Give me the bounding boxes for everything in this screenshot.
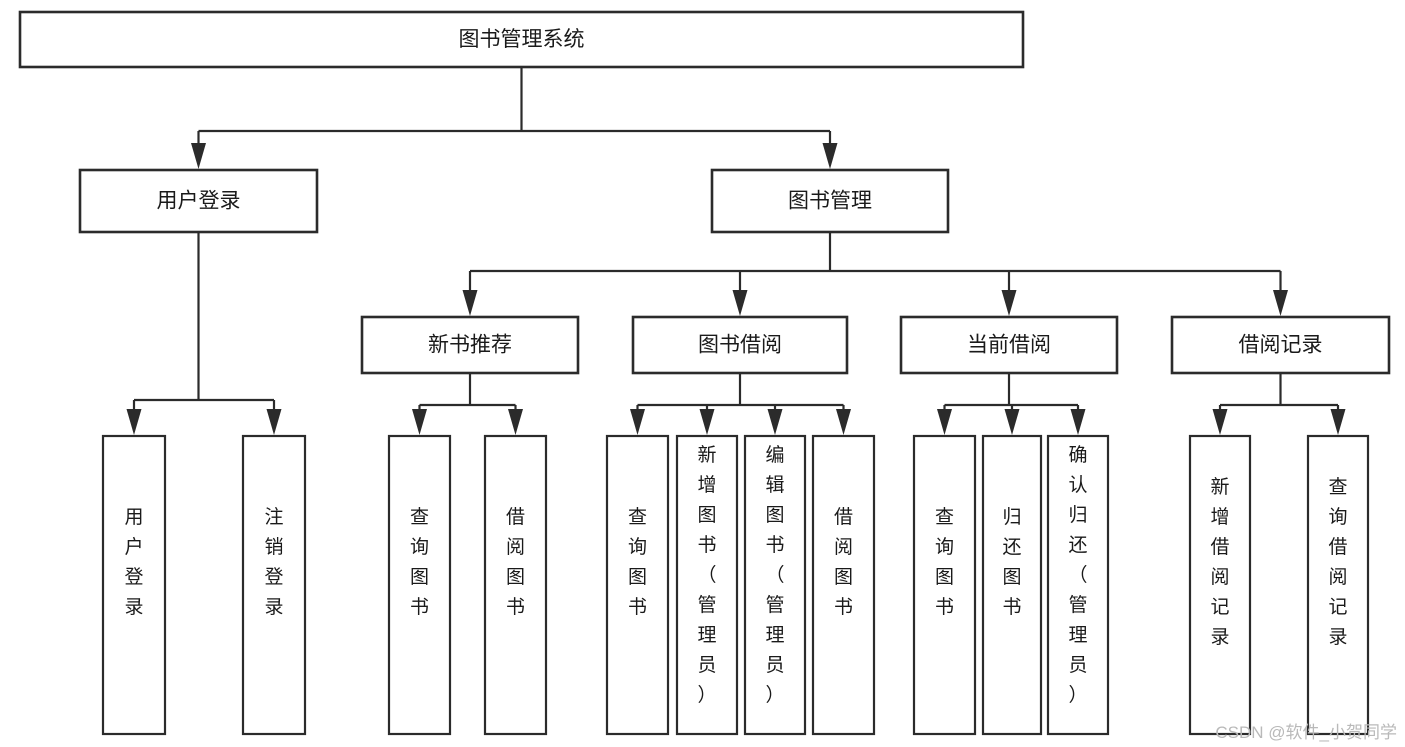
connector-group-l1_0 <box>126 232 282 435</box>
arrow-head-icon <box>1004 409 1020 435</box>
node-label: 新增借阅记录 <box>1210 476 1229 648</box>
connector-group-l2_3 <box>1212 373 1346 435</box>
csdn-watermark: CSDN @软件_小贺同学 <box>1215 723 1397 742</box>
arrow-head-icon <box>462 290 478 316</box>
node-label: 新增图书（管理员） <box>697 444 716 706</box>
arrow-head-icon <box>412 409 427 435</box>
node-l3_11[interactable]: 新增借阅记录 <box>1188 434 1252 736</box>
node-label: 确认归还（管理员） <box>1068 444 1087 706</box>
node-box[interactable] <box>241 434 307 736</box>
node-l2_3[interactable]: 借阅记录 <box>1170 315 1391 375</box>
node-box[interactable] <box>899 315 1119 375</box>
node-label: 新书推荐 <box>428 334 512 357</box>
node-box[interactable] <box>360 315 580 375</box>
node-l3_2[interactable]: 查询图书 <box>387 434 452 736</box>
node-label: 查询图书 <box>628 506 647 618</box>
node-l3_1[interactable]: 注销登录 <box>241 434 307 736</box>
node-box[interactable] <box>1170 315 1391 375</box>
node-box[interactable] <box>710 168 950 234</box>
connector-group-l2_1 <box>630 373 851 435</box>
node-label: 用户登录 <box>124 507 143 618</box>
arrow-head-icon <box>508 409 523 435</box>
node-l3_0[interactable]: 用户登录 <box>101 434 167 736</box>
node-label: 查询图书 <box>935 506 954 618</box>
arrow-head-icon <box>767 409 783 435</box>
connector-group-l2_2 <box>937 373 1086 435</box>
node-label: 借阅图书 <box>834 506 853 618</box>
node-box[interactable] <box>387 434 452 736</box>
arrow-head-icon <box>732 290 748 316</box>
arrow-head-icon <box>1001 290 1017 316</box>
node-label: 查询借阅记录 <box>1328 476 1347 648</box>
node-box[interactable] <box>18 10 1025 69</box>
arrow-head-icon <box>699 409 715 435</box>
connector-group-l2_0 <box>412 373 523 435</box>
arrow-head-icon <box>937 409 952 435</box>
node-l1_1[interactable]: 图书管理 <box>710 168 950 234</box>
node-l2_1[interactable]: 图书借阅 <box>631 315 849 375</box>
node-label: 用户登录 <box>157 190 241 213</box>
arrow-head-icon <box>191 143 206 169</box>
node-layer: 图书管理系统用户登录图书管理新书推荐图书借阅当前借阅借阅记录用户登录注销登录查询… <box>18 10 1391 736</box>
node-l3_4[interactable]: 查询图书 <box>605 434 670 736</box>
node-label: 借阅图书 <box>506 506 525 618</box>
node-label: 归还图书 <box>1002 506 1021 618</box>
arrow-head-icon <box>1070 409 1086 435</box>
connector-group-l1_1 <box>462 232 1288 316</box>
node-box[interactable] <box>912 434 977 736</box>
arrow-head-icon <box>1273 290 1288 316</box>
node-root[interactable]: 图书管理系统 <box>18 10 1025 69</box>
node-box[interactable] <box>811 434 876 736</box>
node-box[interactable] <box>101 434 167 736</box>
node-l3_9[interactable]: 归还图书 <box>981 434 1043 736</box>
node-label: 注销登录 <box>264 506 283 618</box>
node-box[interactable] <box>483 434 548 736</box>
arrow-head-icon <box>836 409 851 435</box>
node-l3_7[interactable]: 借阅图书 <box>811 434 876 736</box>
arrow-head-icon <box>1212 409 1228 435</box>
node-box[interactable] <box>631 315 849 375</box>
arrow-head-icon <box>266 409 282 435</box>
node-label: 编辑图书（管理员） <box>765 444 784 706</box>
node-l3_3[interactable]: 借阅图书 <box>483 434 548 736</box>
node-label: 当前借阅 <box>967 334 1051 357</box>
node-l1_0[interactable]: 用户登录 <box>78 168 319 234</box>
arrow-head-icon <box>630 409 645 435</box>
node-box[interactable] <box>675 434 739 736</box>
node-box[interactable] <box>743 434 807 736</box>
node-label: 查询图书 <box>410 506 429 618</box>
arrow-head-icon <box>822 143 838 169</box>
arrow-head-icon <box>1330 409 1346 435</box>
node-label: 借阅记录 <box>1239 334 1323 357</box>
node-box[interactable] <box>981 434 1043 736</box>
node-l3_8[interactable]: 查询图书 <box>912 434 977 736</box>
node-box[interactable] <box>1306 434 1370 736</box>
arrow-head-icon <box>126 409 142 435</box>
connector-group-root <box>191 67 838 169</box>
node-box[interactable] <box>1046 434 1110 736</box>
node-l2_0[interactable]: 新书推荐 <box>360 315 580 375</box>
node-l2_2[interactable]: 当前借阅 <box>899 315 1119 375</box>
node-box[interactable] <box>605 434 670 736</box>
node-label: 图书管理 <box>788 190 872 213</box>
node-l3_10[interactable]: 确认归还（管理员） <box>1046 434 1110 736</box>
node-l3_6[interactable]: 编辑图书（管理员） <box>743 434 807 736</box>
node-l3_12[interactable]: 查询借阅记录 <box>1306 434 1370 736</box>
node-box[interactable] <box>1188 434 1252 736</box>
node-box[interactable] <box>78 168 319 234</box>
node-label: 图书借阅 <box>698 334 782 357</box>
connector-layer <box>126 67 1346 435</box>
node-label: 图书管理系统 <box>459 28 585 51</box>
node-l3_5[interactable]: 新增图书（管理员） <box>675 434 739 736</box>
